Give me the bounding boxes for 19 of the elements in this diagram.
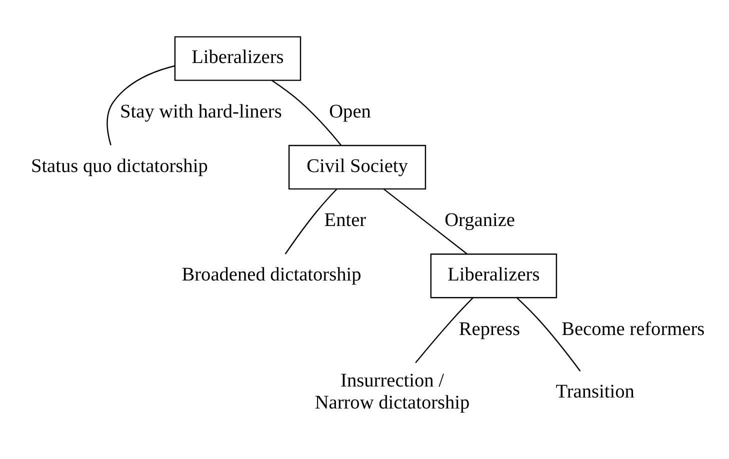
node-text: Broadened dictatorship: [182, 264, 362, 285]
edge-label: Organize: [444, 210, 515, 231]
connector: [384, 188, 468, 254]
edge-label: Repress: [458, 318, 520, 340]
node-box: Civil Society: [288, 144, 426, 190]
edge-label: Stay with hard-liners: [120, 100, 282, 122]
connector: [106, 64, 175, 145]
edge-label: Enter: [324, 210, 366, 231]
connector: [284, 188, 338, 254]
node-text: Transition: [556, 381, 634, 402]
node-box: Liberalizers: [430, 253, 558, 298]
connector: [415, 296, 474, 363]
edge-label: Open: [329, 100, 371, 122]
connector: [516, 297, 581, 371]
node-text: Status quo dictatorship: [30, 155, 208, 176]
node-text: Insurrection / Narrow dictatorship: [314, 370, 470, 413]
node-box: Liberalizers: [174, 36, 302, 80]
connector: [271, 79, 342, 146]
edge-label: Become reformers: [562, 318, 705, 340]
